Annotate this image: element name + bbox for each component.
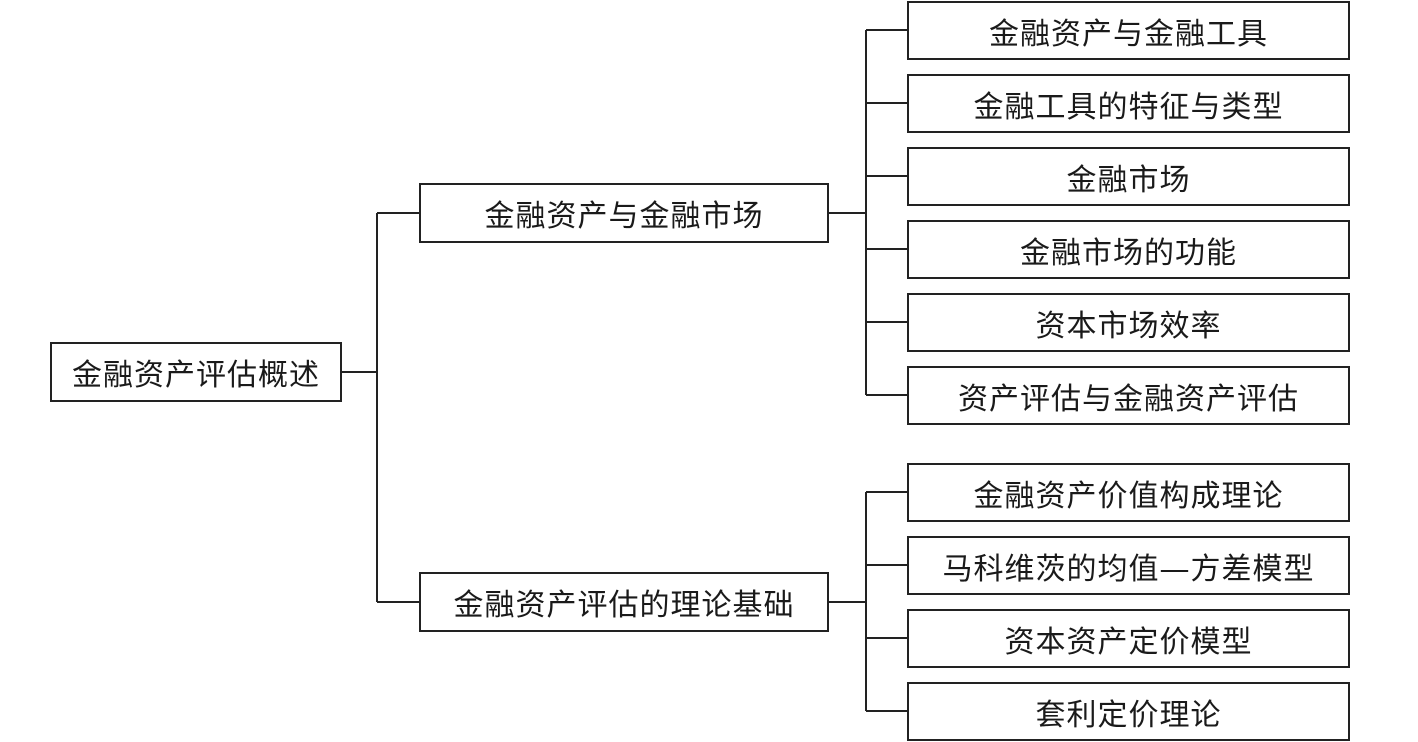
leaf-node-label: 马科维茨的均值—方差模型: [942, 551, 1315, 587]
leaf-node-label: 资本资产定价模型: [1004, 624, 1253, 660]
leaf-node: 套利定价理论: [907, 682, 1350, 741]
leaf-node: 资本资产定价模型: [907, 609, 1350, 668]
leaf-node-label: 金融资产价值构成理论: [973, 478, 1284, 514]
leaf-node-label: 金融工具的特征与类型: [973, 89, 1284, 125]
branch-node-financial-assets-and-markets: 金融资产与金融市场: [419, 183, 829, 243]
root-node-label: 金融资产评估概述: [72, 358, 320, 393]
leaf-node: 金融市场的功能: [907, 220, 1350, 279]
branch-node-label: 金融资产与金融市场: [484, 199, 764, 234]
leaf-node: 金融市场: [907, 147, 1350, 206]
leaf-node: 资产评估与金融资产评估: [907, 366, 1350, 425]
leaf-node: 资本市场效率: [907, 293, 1350, 352]
leaf-node-label: 套利定价理论: [1035, 697, 1222, 733]
leaf-node: 马科维茨的均值—方差模型: [907, 536, 1350, 595]
leaf-node-label: 金融资产与金融工具: [989, 16, 1268, 52]
leaf-node-label: 金融市场的功能: [1020, 235, 1237, 271]
leaf-node: 金融工具的特征与类型: [907, 74, 1350, 133]
leaf-node-label: 资产评估与金融资产评估: [958, 381, 1299, 417]
leaf-node: 金融资产与金融工具: [907, 1, 1350, 60]
leaf-node: 金融资产价值构成理论: [907, 463, 1350, 522]
leaf-node-label: 金融市场: [1066, 162, 1191, 198]
root-node: 金融资产评估概述: [50, 342, 342, 402]
branch-node-label: 金融资产评估的理论基础: [453, 588, 795, 623]
leaf-node-label: 资本市场效率: [1035, 308, 1222, 344]
branch-node-theoretical-basis: 金融资产评估的理论基础: [419, 572, 829, 632]
